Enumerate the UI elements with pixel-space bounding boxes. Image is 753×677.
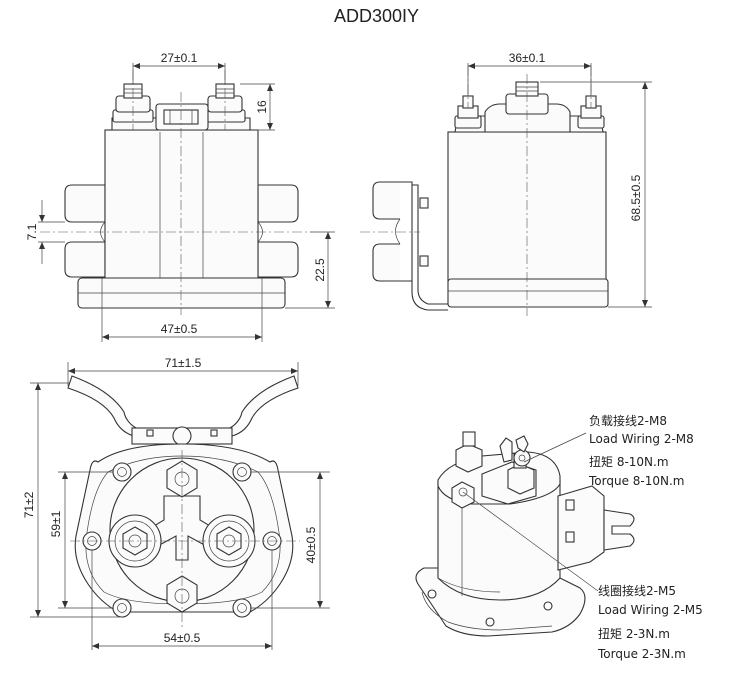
dim-overall-height: 68.5±0.5 bbox=[629, 174, 643, 221]
dim-hole-span-v2: 40±0.5 bbox=[304, 526, 318, 563]
dim-bracket-slot: 7.1 bbox=[25, 223, 39, 240]
bottom-view bbox=[67, 375, 300, 630]
dim-total-height: 71±2 bbox=[22, 491, 36, 518]
load-torque-cn: 扭矩 8-10N.m bbox=[589, 455, 669, 469]
front-dimensions: 27±0.1 16 7.1 22.5 47±0.5 bbox=[25, 51, 335, 342]
coil-torque-en: Torque 2-3N.m bbox=[597, 647, 686, 661]
drawing-title: ADD300IY bbox=[333, 6, 420, 26]
dim-bracket-span: 71±1.5 bbox=[165, 356, 202, 370]
side-view bbox=[360, 66, 609, 316]
isometric-view bbox=[415, 431, 635, 637]
load-wiring-en: Load Wiring 2-M8 bbox=[589, 432, 694, 446]
dim-front-bottom: 47±0.5 bbox=[161, 322, 198, 336]
dim-front-top: 27±0.1 bbox=[161, 51, 198, 65]
bottom-dimensions: 71±1.5 71±2 59±1 40±0.5 54±0.5 bbox=[22, 356, 330, 650]
coil-wiring-en: Load Wiring 2-M5 bbox=[598, 603, 703, 617]
dim-mount-height: 22.5 bbox=[313, 258, 327, 282]
dim-hole-span-h: 54±0.5 bbox=[164, 631, 201, 645]
coil-wiring-cn: 线圈接线2-M5 bbox=[598, 583, 676, 598]
dim-side-top: 36±0.1 bbox=[509, 51, 546, 65]
side-dimensions: 36±0.1 68.5±0.5 bbox=[467, 51, 652, 308]
annotations: 负载接线2-M8 Load Wiring 2-M8 扭矩 8-10N.m Tor… bbox=[588, 413, 703, 661]
dim-terminal-height: 16 bbox=[255, 100, 269, 114]
load-torque-en: Torque 8-10N.m bbox=[588, 474, 685, 488]
leader-lines bbox=[462, 432, 599, 592]
coil-torque-cn: 扭矩 2-3N.m bbox=[598, 627, 670, 641]
front-view bbox=[40, 70, 310, 315]
dim-hole-span-v: 59±1 bbox=[49, 510, 63, 537]
load-wiring-cn: 负载接线2-M8 bbox=[589, 413, 667, 428]
